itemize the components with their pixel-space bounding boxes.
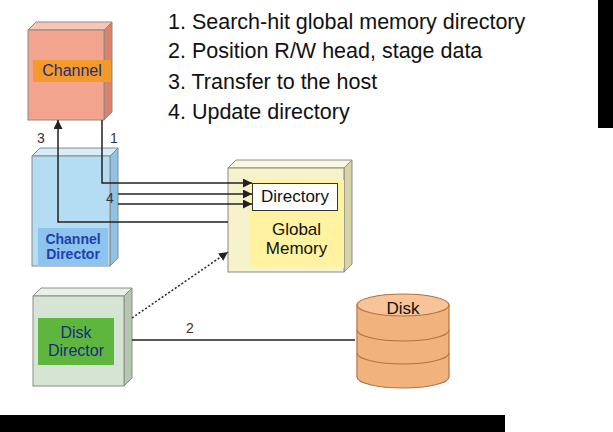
box-side-face [110,148,118,266]
box-top-face [28,22,112,30]
step-number: 1 [110,131,118,145]
disk-director-box: Disk Director [33,288,132,386]
box-front-face [228,168,344,272]
connector-arrow [132,339,355,341]
node-label: Channel [33,60,111,82]
staging-arrow [132,252,228,318]
global-memory-box: Global Memory Directory [228,160,352,272]
step-text: 2. Position R/W head, stage data [168,41,482,63]
black-bar [598,0,613,128]
box-top-face [32,148,118,156]
box-front-face [33,296,124,386]
disk-platter-line [357,353,449,364]
step-text: 4. Update directory [168,102,350,124]
box-front-face [32,156,110,266]
step-number: 4 [106,191,114,205]
disk-platter-line [357,330,449,341]
step-number: 3 [37,131,45,145]
black-bar [0,415,505,432]
node-label: Channel Director [38,228,108,266]
disk-cylinder: Disk [355,293,451,389]
step-number: 2 [186,321,194,335]
channel-director-box: Channel Director [32,148,118,266]
node-label: Directory [252,183,338,211]
box-top-face [33,288,132,296]
node-label: Disk [365,298,441,320]
channel-box: Channel [28,22,112,120]
step-text: 3. Transfer to the host [168,72,377,94]
step-text: 1. Search-hit global memory directory [168,12,525,34]
box-top-face [228,160,352,168]
directory-box: Directory [252,183,338,211]
node-label: Disk Director [38,318,114,365]
box-side-face [124,288,132,386]
memory-panel [249,180,344,268]
node-label: Global Memory [250,214,343,266]
box-side-face [344,160,352,272]
